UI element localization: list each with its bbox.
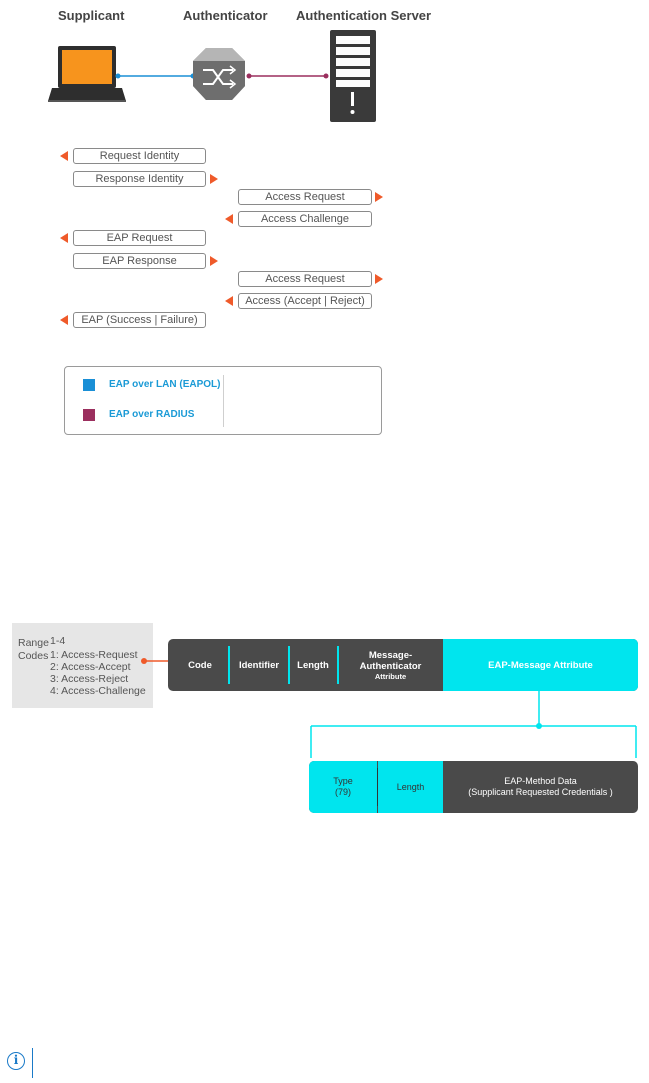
topology-diagram bbox=[48, 30, 376, 122]
message-eap-request: EAP Request bbox=[73, 230, 206, 246]
message-access-request: Access Request bbox=[238, 189, 372, 205]
packet-eap-message-field: EAP-Message Attribute bbox=[443, 639, 638, 691]
info-icon: i bbox=[7, 1052, 25, 1070]
legend-divider bbox=[223, 375, 224, 427]
sub-method-data-field: EAP-Method Data (Supplicant Requested Cr… bbox=[443, 761, 638, 813]
code-item: 2: Access-Accept bbox=[50, 661, 131, 673]
code-item: 3: Access-Reject bbox=[50, 673, 129, 685]
message-response-identity: Response Identity bbox=[73, 171, 206, 187]
message-eap-success-failure: EAP (Success | Failure) bbox=[73, 312, 206, 328]
arrow-right-icon bbox=[375, 192, 383, 202]
message-access-challenge: Access Challenge bbox=[238, 211, 372, 227]
arrow-right-icon bbox=[210, 256, 218, 266]
packet-message-authenticator-field: Message-Authenticator Attribute bbox=[339, 639, 442, 691]
method-data-sublabel: (Supplicant Requested Credentials ) bbox=[468, 787, 613, 797]
legend: EAP over LAN (EAPOL) EAP over RADIUS bbox=[64, 366, 382, 435]
eap-message-packet: Type (79) Length EAP-Method Data (Suppli… bbox=[309, 761, 638, 813]
sub-type-field: Type (79) bbox=[309, 761, 377, 813]
note-divider bbox=[32, 1048, 33, 1078]
method-data-label: EAP-Method Data bbox=[504, 776, 577, 786]
codes-connector bbox=[141, 658, 170, 664]
packet-identifier-field: Identifier bbox=[238, 659, 280, 671]
message-access-accept-reject: Access (Accept | Reject) bbox=[238, 293, 372, 309]
message-request-identity: Request Identity bbox=[73, 148, 206, 164]
packet-code-field: Code bbox=[188, 659, 212, 671]
codes-label: Codes bbox=[18, 650, 49, 662]
arrow-left-icon bbox=[225, 296, 233, 306]
code-item: 4: Access-Challenge bbox=[50, 685, 146, 697]
legend-eapol-label: EAP over LAN (EAPOL) bbox=[109, 379, 221, 390]
message-access-request-2: Access Request bbox=[238, 271, 372, 287]
arrow-left-icon bbox=[60, 151, 68, 161]
sub-length-field: Length bbox=[378, 761, 443, 813]
radius-swatch bbox=[83, 409, 95, 421]
packet-length-field: Length bbox=[297, 659, 329, 671]
arrow-right-icon bbox=[375, 274, 383, 284]
authenticator-heading: Authenticator bbox=[183, 8, 268, 23]
expansion-bracket bbox=[310, 690, 637, 758]
switch-icon bbox=[193, 48, 245, 100]
type-value: (79) bbox=[334, 787, 351, 797]
message-eap-response: EAP Response bbox=[73, 253, 206, 269]
server-icon bbox=[330, 30, 376, 122]
message-authenticator-sublabel: Attribute bbox=[374, 671, 407, 681]
code-item: 1: Access-Request bbox=[50, 649, 138, 661]
type-label: Type bbox=[333, 776, 353, 786]
range-value: 1-4 bbox=[50, 635, 66, 647]
range-label: Range bbox=[18, 637, 49, 649]
radius-packet: Code Identifier Length Message-Authentic… bbox=[168, 639, 638, 691]
arrow-left-icon bbox=[60, 315, 68, 325]
eapol-swatch bbox=[83, 379, 95, 391]
codes-box: Range 1-4 Codes 1: Access-Request 2: Acc… bbox=[12, 623, 153, 708]
arrow-left-icon bbox=[60, 233, 68, 243]
authentication-server-heading: Authentication Server bbox=[296, 8, 432, 23]
arrow-right-icon bbox=[210, 174, 218, 184]
arrow-left-icon bbox=[225, 214, 233, 224]
message-authenticator-label: Message-Authenticator bbox=[359, 649, 422, 672]
supplicant-heading: Supplicant bbox=[58, 8, 125, 23]
laptop-icon bbox=[48, 46, 126, 102]
legend-radius-label: EAP over RADIUS bbox=[109, 409, 195, 420]
